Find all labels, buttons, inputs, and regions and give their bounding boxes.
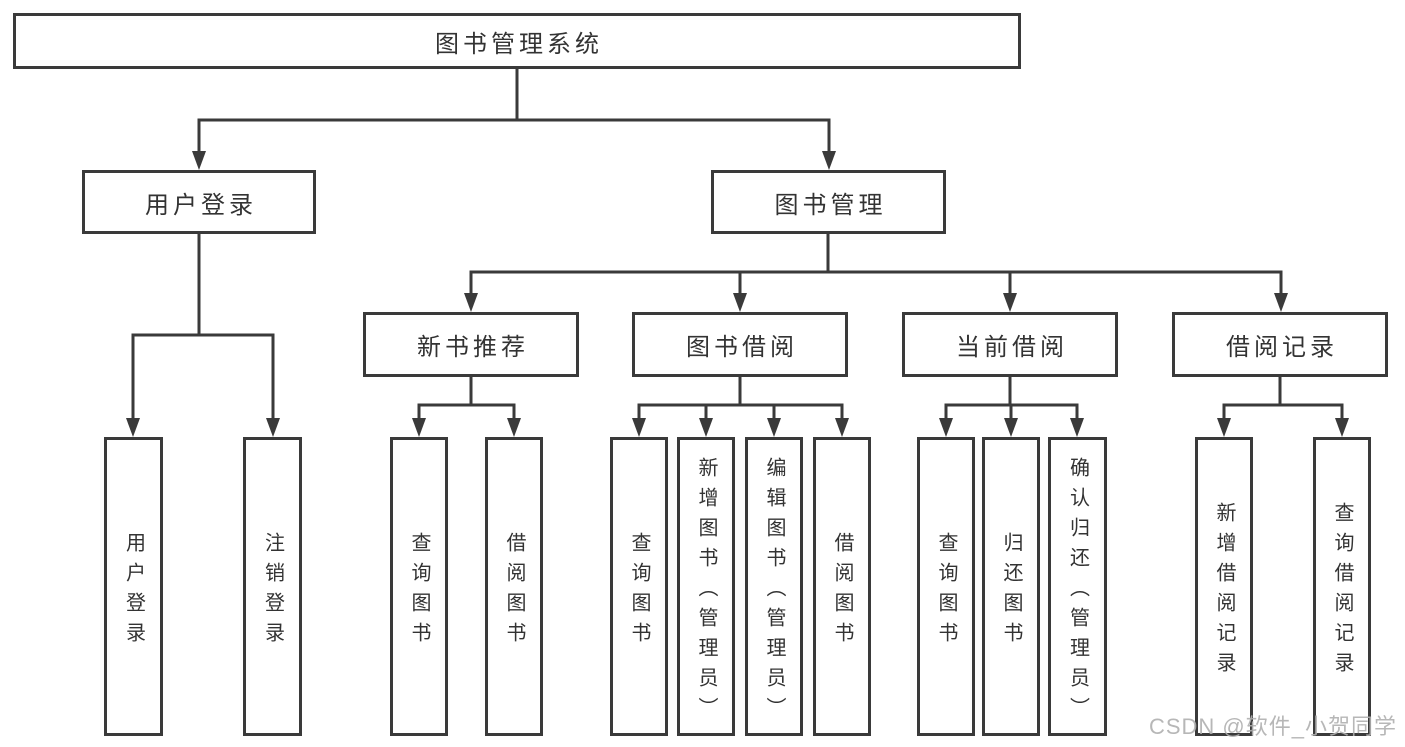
node-leaf-bb-query-books-label: 查询图书 — [628, 531, 650, 652]
node-book-management: 图书管理 — [711, 170, 946, 234]
node-leaf-br-query-record: 查询借阅记录 — [1313, 437, 1371, 736]
node-book-borrow: 图书借阅 — [632, 312, 848, 377]
node-leaf-br-add-record-label: 新增借阅记录 — [1213, 501, 1235, 682]
node-leaf-bb-add-books-admin-label: 新增图书（管理员） — [695, 456, 717, 727]
node-leaf-cb-return-books-label: 归还图书 — [1000, 531, 1022, 652]
node-leaf-logout-label: 注销登录 — [261, 531, 284, 652]
node-leaf-bb-query-books: 查询图书 — [610, 437, 668, 736]
node-leaf-nb-borrow-books: 借阅图书 — [485, 437, 543, 736]
node-leaf-bb-edit-books-admin: 编辑图书（管理员） — [745, 437, 803, 736]
node-leaf-br-add-record: 新增借阅记录 — [1195, 437, 1253, 736]
node-leaf-nb-query-books: 查询图书 — [390, 437, 448, 736]
node-leaf-cb-return-books: 归还图书 — [982, 437, 1040, 736]
node-leaf-bb-edit-books-admin-label: 编辑图书（管理员） — [763, 456, 785, 727]
node-user-login: 用户登录 — [82, 170, 316, 234]
node-root: 图书管理系统 — [13, 13, 1021, 69]
node-leaf-user-login: 用户登录 — [104, 437, 163, 736]
node-current-borrow: 当前借阅 — [902, 312, 1118, 377]
node-leaf-br-query-record-label: 查询借阅记录 — [1331, 501, 1353, 682]
node-leaf-bb-borrow-books: 借阅图书 — [813, 437, 871, 736]
node-new-book-recommend: 新书推荐 — [363, 312, 579, 377]
node-leaf-logout: 注销登录 — [243, 437, 302, 736]
node-leaf-cb-confirm-return-admin-label: 确认归还（管理员） — [1066, 456, 1089, 727]
node-leaf-nb-borrow-books-label: 借阅图书 — [503, 531, 525, 652]
node-leaf-user-login-label: 用户登录 — [122, 531, 145, 652]
node-leaf-bb-borrow-books-label: 借阅图书 — [831, 531, 853, 652]
node-leaf-cb-query-books: 查询图书 — [917, 437, 975, 736]
node-leaf-cb-query-books-label: 查询图书 — [935, 531, 957, 652]
node-leaf-bb-add-books-admin: 新增图书（管理员） — [677, 437, 735, 736]
node-borrow-record: 借阅记录 — [1172, 312, 1388, 377]
node-leaf-cb-confirm-return-admin: 确认归还（管理员） — [1048, 437, 1107, 736]
node-leaf-nb-query-books-label: 查询图书 — [408, 531, 430, 652]
